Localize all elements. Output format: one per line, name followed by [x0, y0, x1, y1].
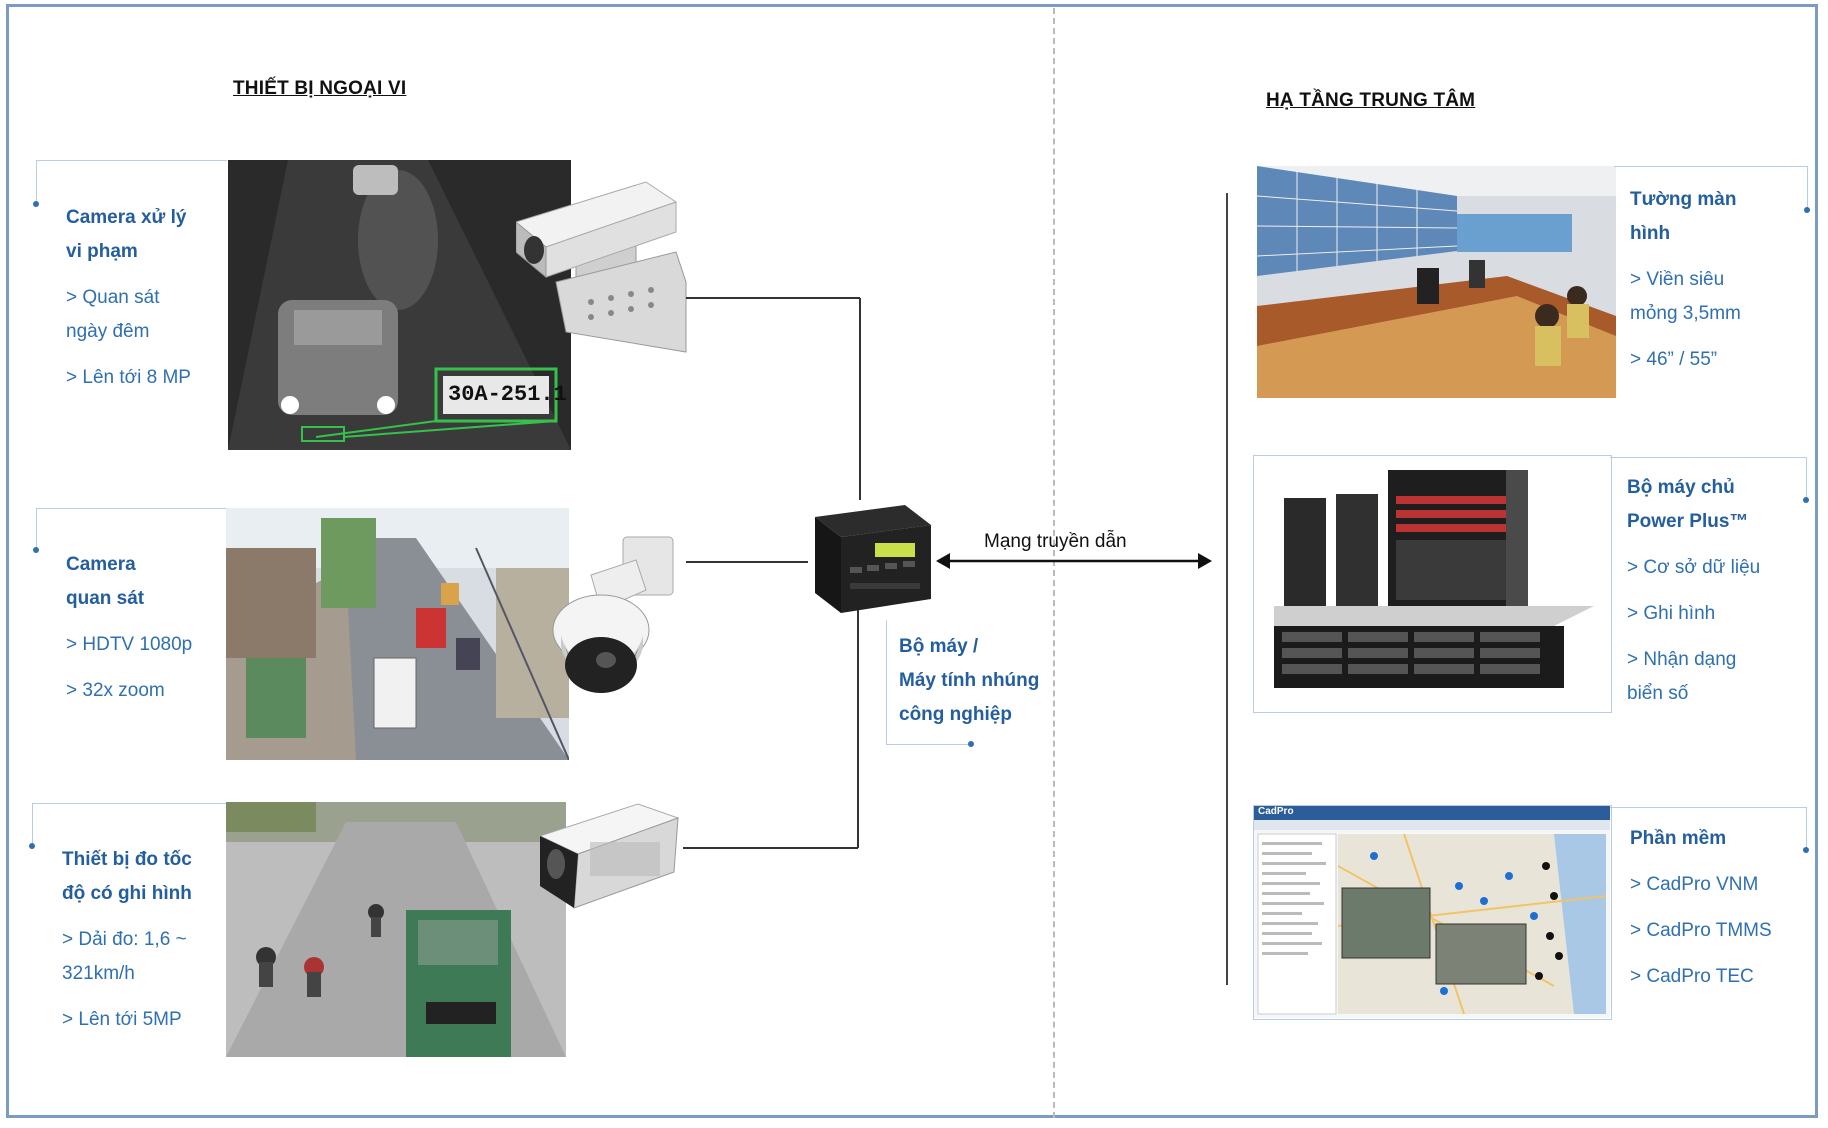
device-2-item-1: > HDTV 1080p — [66, 634, 193, 655]
center-2-item-3: > Nhận dạng biển số — [1627, 649, 1737, 704]
left-section-title: THIẾT BỊ NGOẠI VI — [233, 78, 407, 99]
device-3-dot — [29, 843, 35, 849]
center-3-item-2: > CadPro TMMS — [1630, 920, 1772, 941]
device-2-text: Camera quan sát > HDTV 1080p > 32x zoom — [66, 548, 246, 708]
hub-bracket-left — [886, 620, 887, 744]
video-wall-photo — [1257, 166, 1616, 398]
center-1-bracket — [1614, 166, 1808, 211]
license-plate-text: 30A-251.1 — [448, 382, 567, 407]
device-2-bracket — [36, 508, 227, 551]
software-app-name: CadPro — [1258, 806, 1294, 817]
embedded-computer-icon — [805, 505, 933, 615]
center-3-item-3: > CadPro TEC — [1630, 966, 1754, 987]
server-photo — [1253, 455, 1612, 713]
hub-bracket-bottom — [886, 744, 971, 745]
device-2-title: Camera quan sát — [66, 554, 145, 609]
device-1-item-2: > Lên tới 8 MP — [66, 367, 191, 388]
device-1-dot — [33, 201, 39, 207]
speed-camera-icon — [538, 802, 680, 910]
right-section-title: HẠ TẦNG TRUNG TÂM — [1266, 90, 1476, 111]
center-1-dot — [1804, 207, 1810, 213]
device-1-item-1: > Quan sát ngày đêm — [66, 287, 160, 342]
center-1-item-2: > 46” / 55” — [1630, 349, 1718, 370]
center-2-title: Bộ máy chủ Power Plus™ — [1627, 477, 1749, 532]
diagram-frame — [6, 4, 1818, 1118]
center-3-bracket — [1610, 807, 1807, 852]
center-1-title: Tường màn hình — [1630, 189, 1737, 244]
center-3-item-1: > CadPro VNM — [1630, 874, 1759, 895]
center-3-title: Phần mềm — [1630, 828, 1727, 849]
software-screenshot: CadPro — [1253, 805, 1612, 1020]
device-3-item-2: > Lên tới 5MP — [62, 1009, 182, 1030]
device-1-text: Camera xử lý vi phạm > Quan sát ngày đêm… — [66, 201, 246, 395]
center-2-item-2: > Ghi hình — [1627, 603, 1716, 624]
center-3-text: Phần mềm > CadPro VNM > CadPro TMMS > Ca… — [1630, 822, 1800, 994]
device-3-item-1: > Dải đo: 1,6 ~ 321km/h — [62, 929, 187, 984]
device-3-bracket — [32, 803, 226, 846]
center-1-item-1: > Viền siêu mỏng 3,5mm — [1630, 269, 1741, 324]
device-3-text: Thiết bị đo tốc độ có ghi hình > Dải đo:… — [62, 843, 242, 1037]
hub-dot — [968, 741, 974, 747]
device-3-title: Thiết bị đo tốc độ có ghi hình — [62, 849, 192, 904]
center-2-bracket — [1610, 457, 1807, 502]
device-2-item-2: > 32x zoom — [66, 680, 165, 701]
device-2-dot — [33, 547, 39, 553]
hub-text: Bộ máy / Máy tính nhúng công nghiệp — [899, 630, 1074, 732]
center-3-dot — [1803, 847, 1809, 853]
dome-camera-icon — [551, 535, 675, 700]
hub-title: Bộ máy / Máy tính nhúng công nghiệp — [899, 636, 1040, 725]
speed-road-photo — [226, 802, 566, 1057]
center-2-dot — [1803, 497, 1809, 503]
box-camera-icon — [516, 172, 691, 370]
network-label: Mạng truyền dẫn — [984, 531, 1127, 552]
center-2-text: Bộ máy chủ Power Plus™ > Cơ sở dữ liệu >… — [1627, 471, 1805, 711]
device-1-bracket — [36, 160, 227, 203]
night-traffic-photo: 30A-251.1 — [228, 160, 571, 450]
street-traffic-photo — [226, 508, 569, 760]
center-2-item-1: > Cơ sở dữ liệu — [1627, 557, 1761, 578]
section-divider — [1053, 8, 1055, 1118]
device-1-title: Camera xử lý vi phạm — [66, 207, 187, 262]
center-1-text: Tường màn hình > Viền siêu mỏng 3,5mm > … — [1630, 183, 1800, 377]
